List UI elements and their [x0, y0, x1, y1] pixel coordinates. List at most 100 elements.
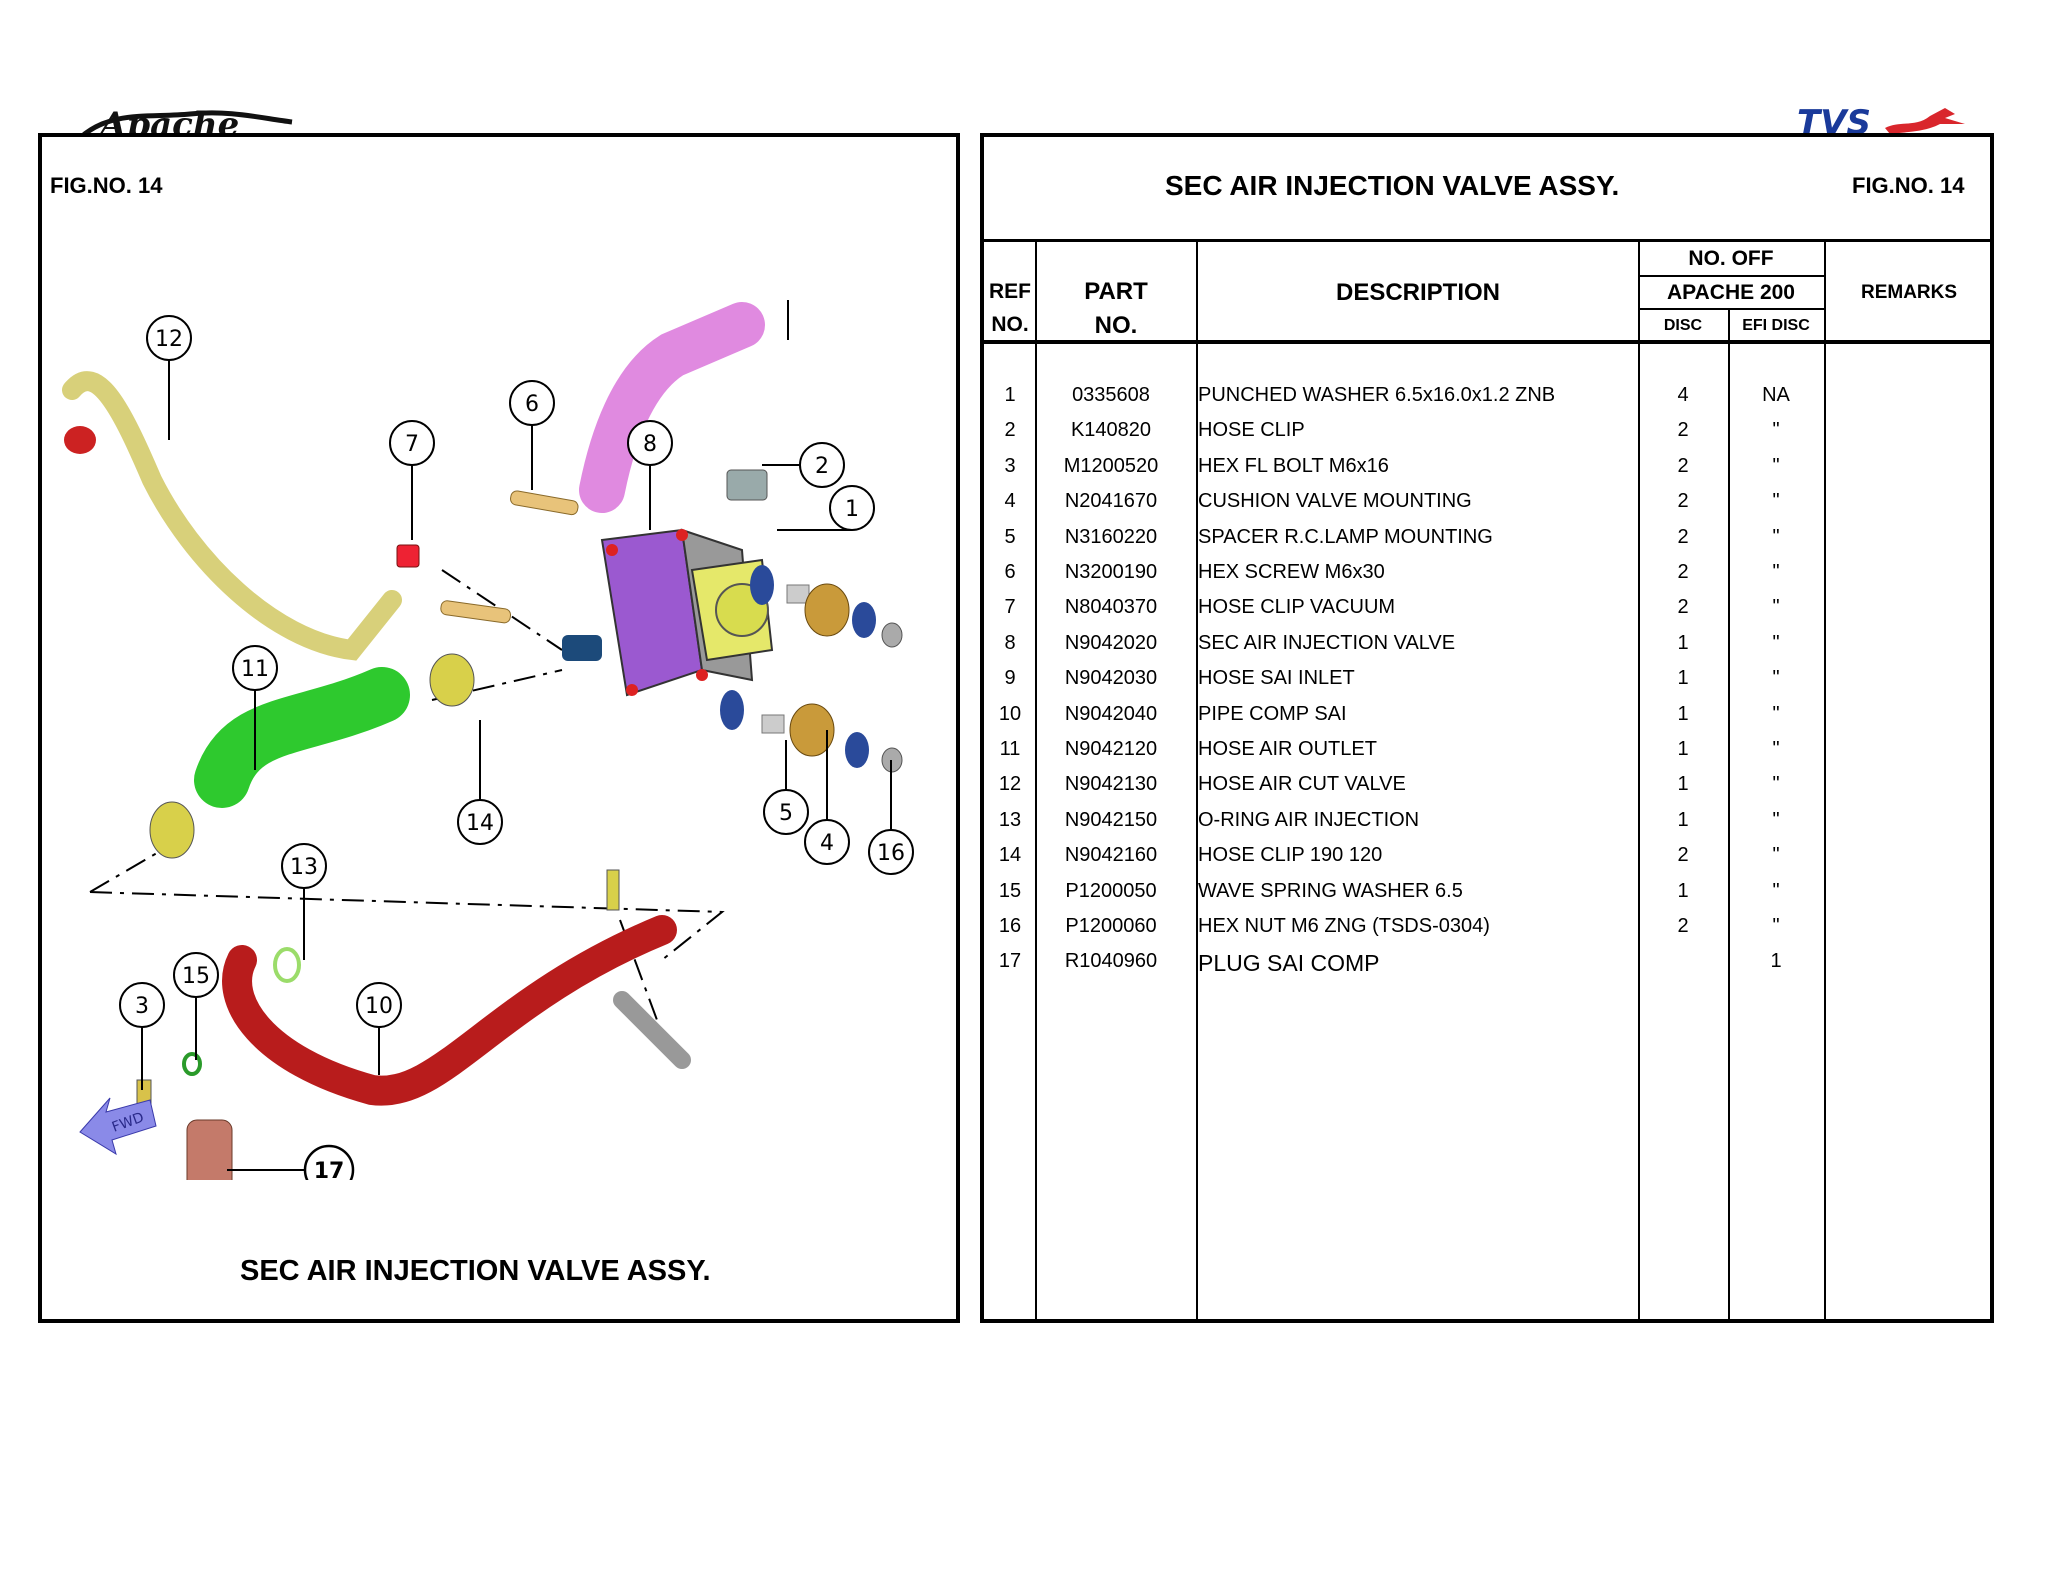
- description-cell: HOSE CLIP: [1198, 419, 1305, 441]
- hose-air-outlet-part: [194, 667, 410, 808]
- qty-disc-cell: 2: [1677, 596, 1689, 618]
- ref-no-cell: 6: [1004, 561, 1016, 583]
- description-cell: HEX SCREW M6x30: [1198, 561, 1385, 583]
- part-no-cell: N9042160: [1064, 844, 1158, 866]
- ref-no-cell: 5: [1004, 526, 1016, 548]
- part-no-cell: R1040960: [1064, 950, 1158, 972]
- qty-disc-cell: 2: [1677, 490, 1689, 512]
- callout-15: 15: [173, 952, 219, 998]
- svg-text:13: 13: [290, 855, 318, 880]
- ref-no-cell: 8: [1004, 632, 1016, 654]
- ref-no-cell: 16: [998, 915, 1022, 937]
- qty-efi-disc-cell: 1: [1770, 950, 1782, 972]
- table-top-rule: [982, 239, 1992, 242]
- description-cell: O-RING AIR INJECTION: [1198, 809, 1420, 831]
- ref-no-cell: 12: [998, 773, 1022, 795]
- figure-caption: SEC AIR INJECTION VALVE ASSY.: [240, 1255, 711, 1287]
- qty-efi-disc-cell: NA: [1762, 384, 1790, 406]
- part-no-cell: N9042020: [1064, 632, 1158, 654]
- qty-disc-cell: 1: [1677, 703, 1689, 725]
- part-no-cell: P1200060: [1065, 915, 1157, 937]
- svg-text:3: 3: [135, 994, 149, 1019]
- svg-text:16: 16: [877, 841, 905, 866]
- description-cell: HOSE SAI INLET: [1198, 667, 1355, 689]
- description-cell: PIPE COMP SAI: [1198, 703, 1347, 725]
- header-remarks: REMARKS: [1860, 282, 1958, 303]
- part-no-cell: N8040370: [1064, 596, 1158, 618]
- part-no-cell: 0335608: [1072, 384, 1150, 406]
- callout-13: 13: [281, 843, 327, 889]
- qty-disc-cell: 1: [1677, 880, 1689, 902]
- qty-efi-disc-cell: ": [1772, 526, 1780, 548]
- description-cell: SEC AIR INJECTION VALVE: [1198, 632, 1456, 654]
- qty-efi-disc-cell: ": [1772, 596, 1780, 618]
- svg-text:4: 4: [820, 831, 834, 856]
- part-no-cell: P1200050: [1065, 880, 1157, 902]
- header-disc: DISC: [1663, 317, 1703, 334]
- part-no-cell: N9042150: [1064, 809, 1158, 831]
- callout-10: 10: [356, 982, 402, 1028]
- callout-6: 6: [509, 380, 555, 426]
- ref-no-cell: 10: [998, 703, 1022, 725]
- col-divider-efi: [1824, 240, 1826, 1321]
- callout-12: 12: [146, 315, 192, 361]
- qty-disc-cell: 1: [1677, 738, 1689, 760]
- qty-disc-cell: 2: [1677, 455, 1689, 477]
- callout-2: 2: [799, 442, 845, 488]
- qty-efi-disc-cell: ": [1772, 773, 1780, 795]
- svg-text:2: 2: [815, 454, 829, 479]
- qty-efi-disc-cell: ": [1772, 490, 1780, 512]
- ref-no-cell: 2: [1004, 419, 1016, 441]
- qty-efi-disc-cell: ": [1772, 667, 1780, 689]
- qty-efi-disc-cell: ": [1772, 419, 1780, 441]
- figure-number-right: FIG.NO. 14: [1852, 173, 1965, 198]
- callout-14: 14: [457, 799, 503, 845]
- header-efi-disc: EFI DISC: [1742, 317, 1810, 334]
- qty-disc-cell: 2: [1677, 526, 1689, 548]
- qty-efi-disc-cell: ": [1772, 455, 1780, 477]
- model-rule: [1638, 308, 1824, 310]
- svg-text:6: 6: [525, 392, 539, 417]
- callout-16: 16: [868, 829, 914, 875]
- svg-text:1: 1: [845, 497, 859, 522]
- callout-4: 4: [804, 819, 850, 865]
- col-divider-desc: [1638, 240, 1640, 1321]
- sai-valve-part: [562, 528, 774, 697]
- callout-8: 8: [627, 420, 673, 466]
- figure-number-left: FIG.NO. 14: [50, 173, 163, 198]
- svg-text:5: 5: [779, 801, 793, 826]
- qty-efi-disc-cell: ": [1772, 738, 1780, 760]
- part-no-cell: N2041670: [1064, 490, 1158, 512]
- qty-disc-cell: 4: [1677, 384, 1689, 406]
- pipe-comp-sai-part: [222, 915, 677, 1106]
- description-cell: SPACER R.C.LAMP MOUNTING: [1198, 526, 1493, 548]
- exploded-parts-diagram: FWD 9 12 6 7 8 2 1 11 14 5 4 16 13 15 3: [62, 300, 914, 1180]
- description-cell: WAVE SPRING WASHER 6.5: [1198, 880, 1463, 902]
- header-ref: REF: [989, 280, 1031, 303]
- hose-sai-inlet-part: [579, 302, 765, 513]
- ref-no-cell: 14: [998, 844, 1022, 866]
- qty-efi-disc-cell: ": [1772, 809, 1780, 831]
- description-cell: PUNCHED WASHER 6.5x16.0x1.2 ZNB: [1198, 384, 1556, 406]
- svg-text:12: 12: [155, 327, 183, 352]
- ref-no-cell: 3: [1004, 455, 1016, 477]
- part-no-cell: N9042130: [1064, 773, 1158, 795]
- ref-no-cell: 4: [1004, 490, 1016, 512]
- svg-text:8: 8: [643, 432, 657, 457]
- svg-text:10: 10: [365, 994, 393, 1019]
- description-cell: HOSE CLIP 190 120: [1198, 844, 1383, 866]
- hose-air-cut-valve-part: [62, 371, 402, 661]
- table-title: SEC AIR INJECTION VALVE ASSY.: [1165, 170, 1620, 201]
- description-cell: HEX NUT M6 ZNG (TSDS-0304): [1198, 915, 1490, 937]
- ref-no-cell: 7: [1004, 596, 1016, 618]
- qty-disc-cell: 2: [1677, 844, 1689, 866]
- description-cell: HOSE AIR CUT VALVE: [1198, 773, 1406, 795]
- qty-disc-cell: 1: [1677, 773, 1689, 795]
- ref-no-cell: 13: [998, 809, 1022, 831]
- part-no-cell: N3160220: [1064, 526, 1158, 548]
- qty-disc-cell: 1: [1677, 632, 1689, 654]
- part-no-cell: N3200190: [1064, 561, 1158, 583]
- part-no-cell: N9042120: [1064, 738, 1158, 760]
- header-ref-no: NO.: [991, 313, 1029, 336]
- qty-disc-cell: 2: [1677, 915, 1689, 937]
